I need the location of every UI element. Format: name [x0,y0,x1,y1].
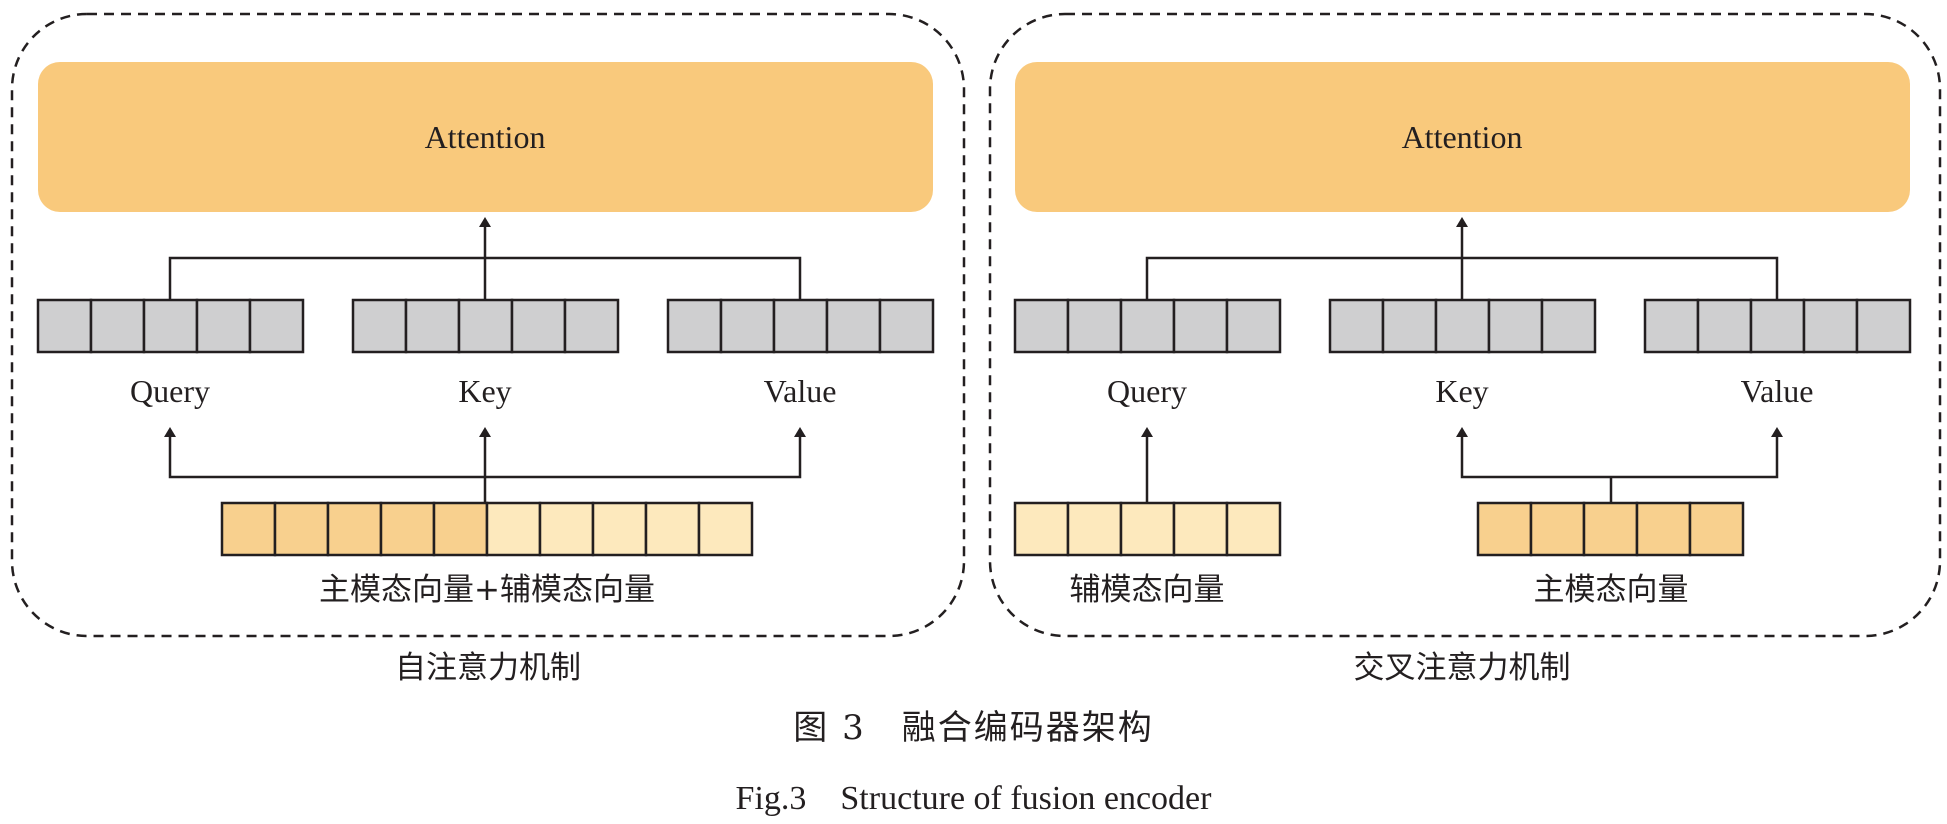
key-label: Key [458,373,511,409]
query-vector [36,298,305,354]
query-label: Query [130,373,210,409]
attention-block [1015,62,1910,212]
qkv-connector [1145,217,1779,300]
fusion-encoder-diagram: Attention Quer [10,12,1942,686]
value-label: Value [1741,373,1814,409]
key-vector [1328,298,1597,354]
value-label: Value [764,373,837,409]
figure-caption-english: Fig.3 Structure of fusion encoder [735,780,1212,817]
cross-attention-panel: Attention Query Key Value [988,12,1942,686]
panel-border [988,12,1942,638]
self-attention-panel: Attention Quer [10,12,966,686]
input-connector [164,427,806,503]
attention-label: Attention [1402,119,1523,155]
figure-caption-chinese: 图 3 融合编码器架构 [793,708,1154,748]
auxiliary-modality-label: 辅模态向量 [1070,572,1225,608]
primary-connector [1456,427,1783,503]
value-vector [666,298,935,354]
combined-modality-vector [220,501,754,557]
cross-attention-title: 交叉注意力机制 [1354,650,1571,686]
query-vector [1013,298,1282,354]
qkv-connector [168,217,802,300]
query-label: Query [1107,373,1187,409]
attention-block [38,62,933,212]
key-label: Key [1435,373,1488,409]
auxiliary-modality-vector [1013,501,1282,557]
value-vector [1643,298,1912,354]
key-vector [351,298,620,354]
self-attention-title: 自注意力机制 [395,650,581,686]
panel-border [10,12,966,638]
attention-label: Attention [425,119,546,155]
primary-modality-vector [1476,501,1745,557]
primary-modality-label: 主模态向量 [1534,572,1689,608]
combined-modality-label: 主模态向量+辅模态向量 [319,572,655,608]
